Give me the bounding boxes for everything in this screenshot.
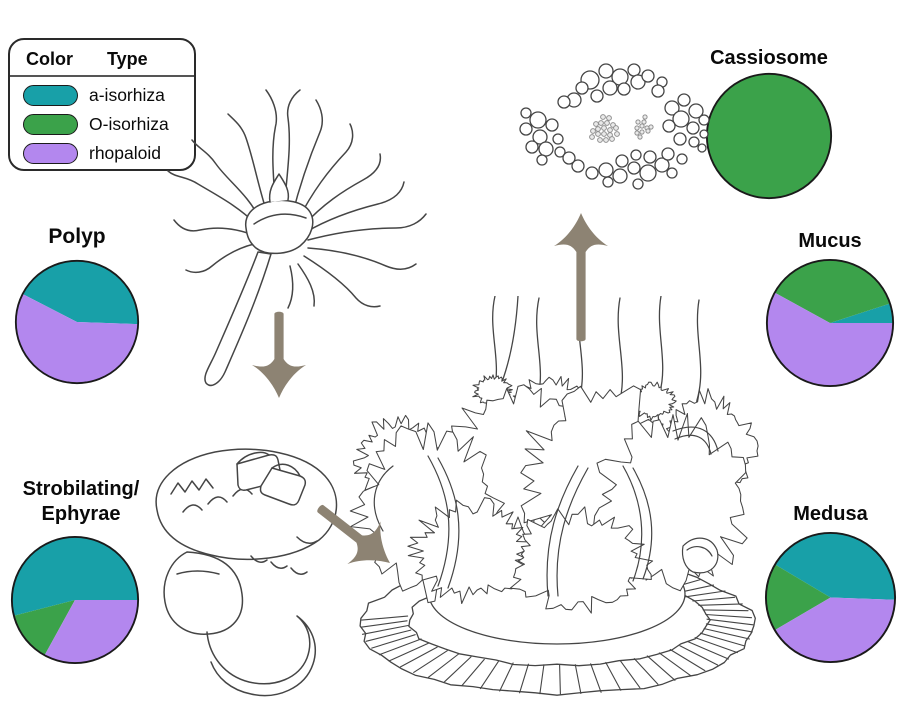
mucus-pie-chart <box>765 258 895 388</box>
legend-entry-a-isorhiza: a-isorhiza <box>10 85 194 106</box>
medusa-pie-chart <box>764 531 897 664</box>
strobilating-label-line1: Strobilating/ <box>22 478 140 500</box>
strobilating-pie-chart <box>10 535 140 665</box>
legend-entry-label: a-isorhiza <box>89 85 165 105</box>
polyp-illustration <box>167 89 427 387</box>
legend-color-header: Color <box>26 49 73 69</box>
legend-header: Color Type <box>10 49 194 77</box>
cassiosome-illustration <box>519 63 710 190</box>
medusa-illustration <box>349 296 759 696</box>
legend-entry-label: O-isorhiza <box>89 114 169 134</box>
legend-type-header: Type <box>107 49 148 69</box>
a-isorhiza-swatch <box>23 85 78 106</box>
rhopaloid-swatch <box>23 143 78 164</box>
stage-label-strobilating: Strobilating/ Ephyrae <box>0 477 162 527</box>
strobilating-label-line2: Ephyrae <box>41 503 121 525</box>
legend-entry-o-isorhiza: O-isorhiza <box>10 114 194 135</box>
stage-label-polyp: Polyp <box>48 225 106 248</box>
o-isorhiza-swatch <box>23 114 78 135</box>
stage-label-mucus: Mucus <box>798 230 862 252</box>
stage-label-medusa: Medusa <box>793 503 868 525</box>
legend-entry-label: rhopaloid <box>89 143 161 163</box>
nematocyst-legend: Color Type a-isorhiza O-isorhiza rhopalo… <box>8 38 196 171</box>
polyp-pie-chart <box>14 259 140 385</box>
cassiosome-pie-chart <box>705 72 833 200</box>
stage-label-cassiosome: Cassiosome <box>710 47 828 69</box>
legend-entry-rhopaloid: rhopaloid <box>10 143 194 164</box>
strobila-illustration <box>155 448 338 697</box>
